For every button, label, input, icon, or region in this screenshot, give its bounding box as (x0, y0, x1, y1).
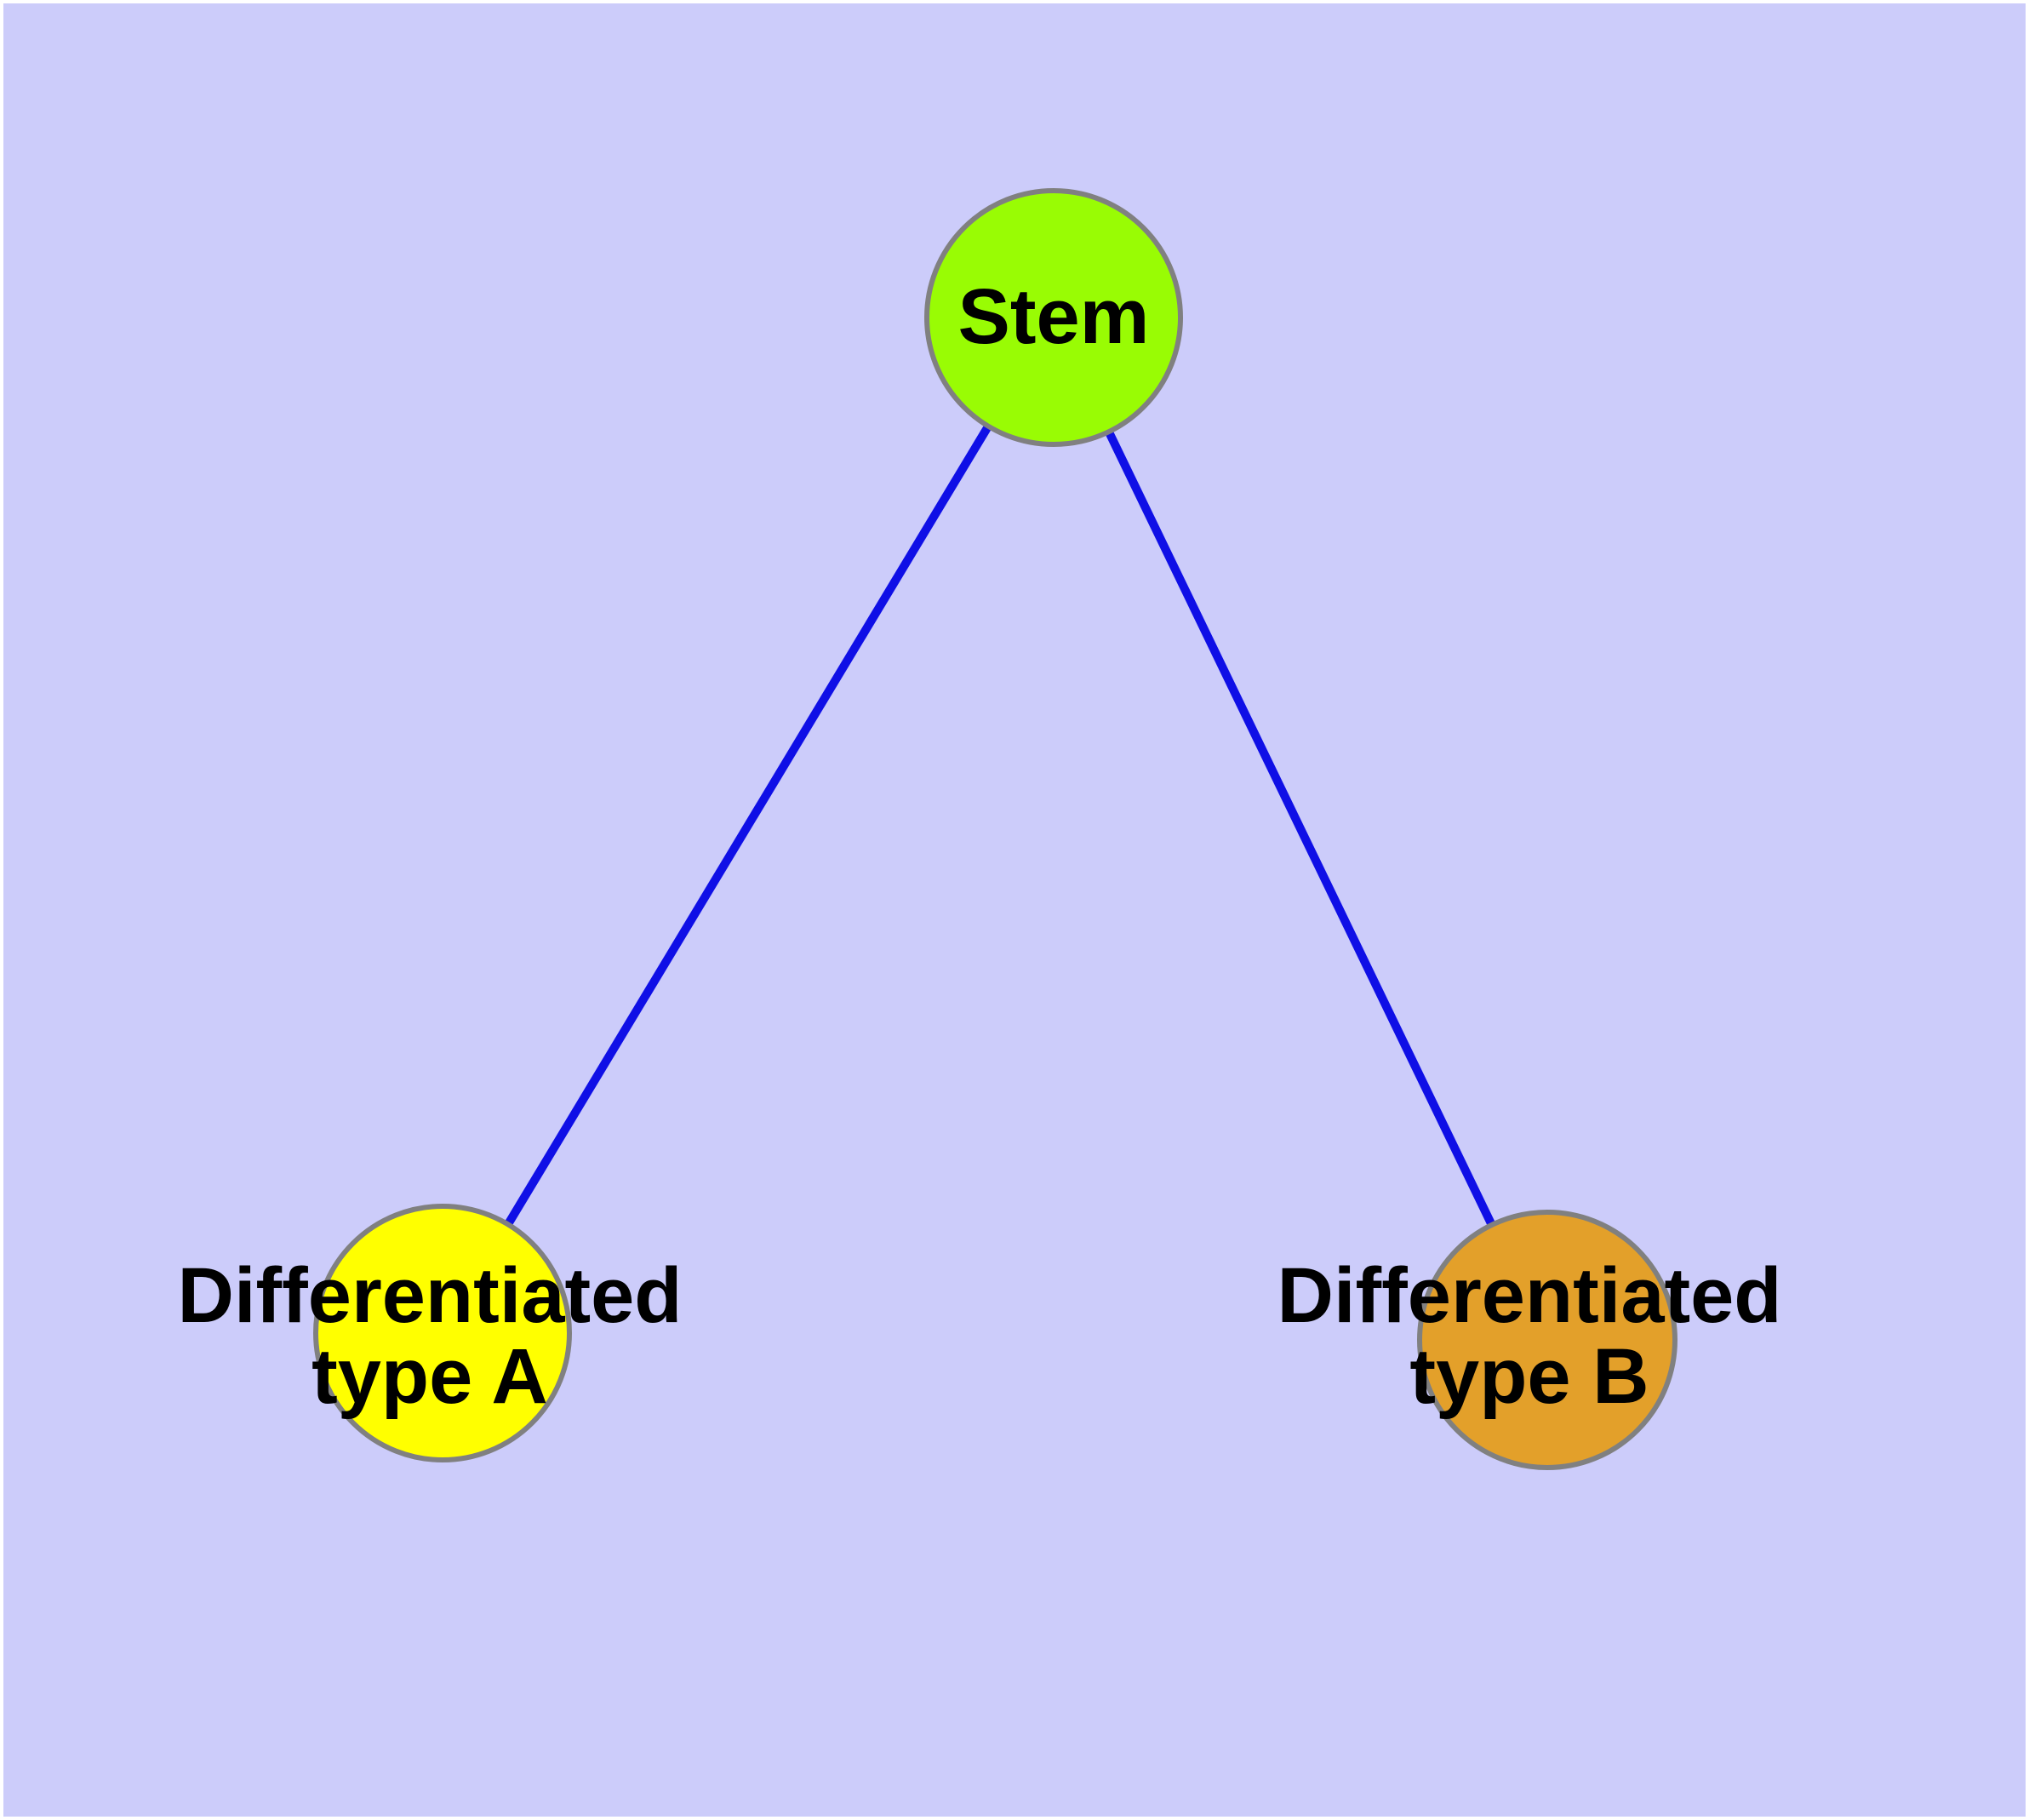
node-layer (313, 188, 1677, 1470)
edge-stem-to-diff-a[interactable] (438, 315, 1058, 1336)
node-differentiated-type-b[interactable] (1417, 1210, 1677, 1470)
node-stem[interactable] (924, 188, 1183, 447)
edge-layer (438, 315, 1552, 1342)
node-differentiated-type-a[interactable] (313, 1204, 572, 1462)
edge-stem-to-diff-b[interactable] (1049, 315, 1552, 1342)
cell-differentiation-graph (313, 188, 1677, 1470)
